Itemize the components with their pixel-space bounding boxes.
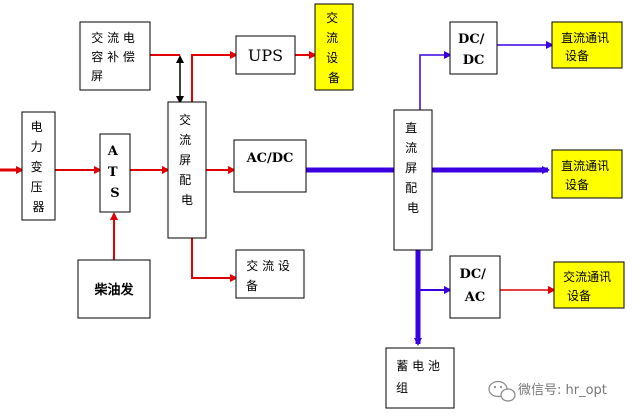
dcdc-label: DC/ DC [458,32,489,68]
ac-compensation-box: 交 流 电 容 补 偿 屏 [79,21,151,91]
dcdist-to-dcdc-line [419,51,452,110]
dc-distribution-box: 直 流 屏 配 电 [393,109,433,251]
generator-box: 柴油发 [77,259,151,319]
battery-box: 蓄 电 池 组 [385,347,455,409]
watermark: 微信号: hr_opt [488,380,607,402]
acdist-to-ups-line [191,51,238,102]
dcac-label: DC/ AC [460,267,491,305]
acdist-to-ac-equipment-line [191,238,238,282]
ats-label: A T S [107,144,123,201]
ac-distribution-label: 交 流 屏 配 电 [179,112,195,207]
transformer-label: 电 力 变 压 器 [31,120,47,214]
ac-equipment-box: 交 流 设 备 [235,249,305,299]
ac-compensation-label: 交 流 电 容 补 偿 屏 [91,30,139,83]
ac-comm-box: 交流通讯 设备 [553,261,625,309]
watermark-text: 微信号: hr_opt [518,383,607,398]
wechat-icon [488,380,516,402]
dc-comm-1-label: 直流通讯 设备 [561,31,613,63]
ac-equipment-yellow-label: 交 流 设 备 [326,10,342,85]
acdc-box: AC/DC [233,139,307,193]
dcac-box: DC/ AC [449,255,501,319]
dc-comm-1-box: 直流通讯 设备 [551,21,623,69]
ats-box: A T S [99,133,131,213]
generator-label: 柴油发 [93,282,134,298]
transformer-box: 电 力 变 压 器 [21,111,56,221]
ac-distribution-box: 交 流 屏 配 电 [167,101,207,239]
ac-equipment-yellow-box: 交 流 设 备 [314,3,354,91]
dc-comm-2-box: 直流通讯 设备 [551,149,623,199]
ups-box: UPS [235,35,296,75]
ac-comm-label: 交流通讯 设备 [563,269,615,303]
ups-label: UPS [248,46,283,65]
dc-distribution-label: 直 流 屏 配 电 [405,121,421,215]
ac-equipment-label: 交 流 设 备 [246,258,294,293]
acdc-label: AC/DC [246,151,294,166]
dcdc-box: DC/ DC [449,21,498,75]
battery-label: 蓄 电 池 组 [396,359,444,395]
dc-comm-2-label: 直流通讯 设备 [561,159,613,192]
